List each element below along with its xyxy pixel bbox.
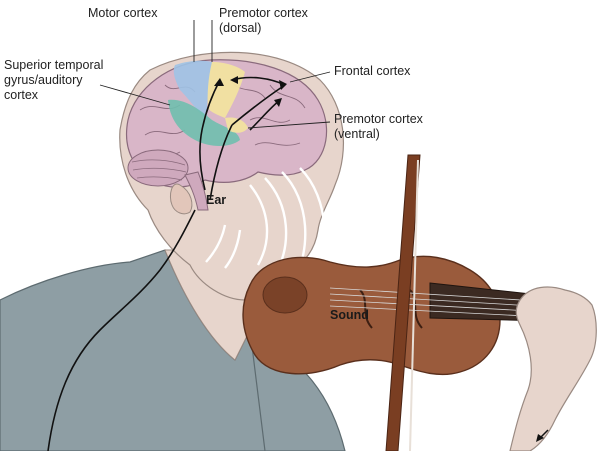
label-sound: Sound [330, 308, 369, 322]
label-premotor-dorsal-2: (dorsal) [219, 21, 262, 35]
hand-arrowhead [536, 434, 544, 442]
label-superior-temporal-2: gyrus/auditory [4, 73, 83, 87]
violin-f-hole-2 [409, 289, 423, 329]
label-premotor-ventral-2: (ventral) [334, 127, 380, 141]
label-superior-temporal-1: Superior temporal [4, 58, 104, 72]
violin-bow [385, 154, 421, 451]
cerebellum-folds [131, 159, 187, 181]
label-premotor-ventral-1: Premotor cortex [334, 112, 423, 126]
label-superior-temporal-3: cortex [4, 88, 39, 102]
motor-cortex-region [173, 60, 212, 120]
label-motor-cortex: Motor cortex [88, 6, 158, 20]
leader-lines [99, 20, 331, 129]
premotor-dorsal-region [207, 62, 245, 118]
label-frontal-cortex: Frontal cortex [334, 64, 411, 78]
label-premotor-dorsal-1: Premotor cortex [219, 6, 308, 20]
label-ear: Ear [206, 193, 227, 207]
ear [169, 183, 193, 215]
brainstem [184, 171, 209, 211]
chin-rest [262, 276, 308, 314]
pathway-arrowheads [214, 76, 287, 107]
left-hand [509, 286, 597, 451]
